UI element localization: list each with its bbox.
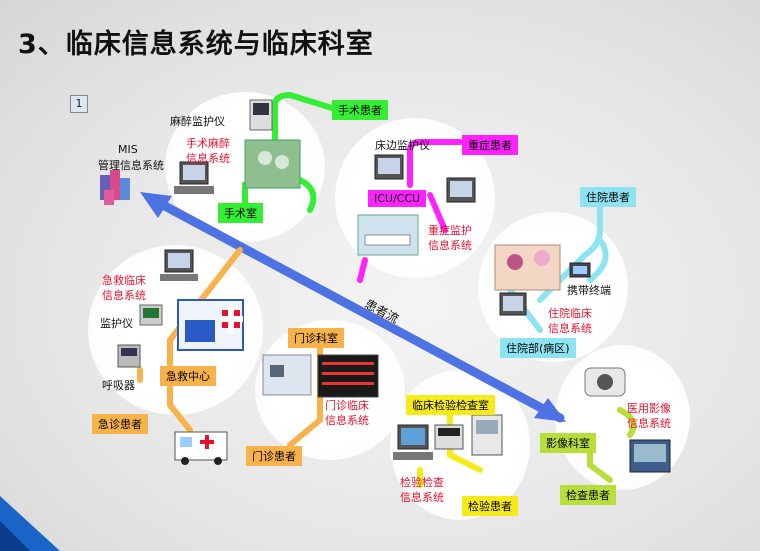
ventilator-icon <box>118 345 140 367</box>
surgery-patient-box: 手术患者 <box>332 100 388 120</box>
icu-room-box: ICU/CCU <box>368 190 426 207</box>
lab-computer-icon <box>393 425 433 460</box>
lab-analyzer-icon <box>435 415 502 455</box>
surgery-photo-icon <box>245 140 300 188</box>
outpatient-photo-icon <box>263 355 311 395</box>
imaging-room-box: 影像科室 <box>540 433 596 453</box>
imaging-system-line2: 信息系统 <box>627 415 671 431</box>
outpatient-system-line2: 信息系统 <box>325 412 369 428</box>
lab-system-line2: 信息系统 <box>400 489 444 505</box>
monitor-device-icon <box>140 305 162 325</box>
inpatient-system-line2: 信息系统 <box>548 320 592 336</box>
lab-system-line1: 检验检查 <box>400 474 444 490</box>
ventilator-label: 呼吸器 <box>102 377 135 393</box>
outpatient-room-box: 门诊科室 <box>288 328 344 348</box>
handheld-terminal-label: 携带终端 <box>567 282 611 298</box>
emergency-system-line2: 信息系统 <box>102 287 146 303</box>
ambulance-icon <box>175 432 227 465</box>
inpatient-ward-box: 住院部(病区) <box>500 338 576 358</box>
inpatient-system-line1: 住院临床 <box>548 305 592 321</box>
lab-patient-box: 检验患者 <box>462 496 518 516</box>
emergency-system-line1: 急救临床 <box>102 272 146 288</box>
surgery-computer-icon <box>174 162 214 194</box>
imaging-patient-box: 检查患者 <box>560 485 616 505</box>
emergency-center-box: 急救中心 <box>160 366 216 386</box>
icu-patient-box: 重症患者 <box>462 135 518 155</box>
surgery-system-line1: 手术麻醉 <box>186 135 230 151</box>
imaging-workstation-icon <box>630 440 670 472</box>
icu-system-line1: 重症监护 <box>428 222 472 238</box>
monitor-label: 监护仪 <box>100 315 133 331</box>
icu-monitor-label: 床边监护仪 <box>375 137 430 153</box>
imaging-system-line1: 医用影像 <box>627 400 671 416</box>
outpatient-system-line1: 门诊临床 <box>325 397 369 413</box>
surgery-room-box: 手术室 <box>218 203 263 223</box>
anesthesia-monitor-label: 麻醉监护仪 <box>170 113 225 129</box>
surgery-system-line2: 信息系统 <box>186 150 230 166</box>
queue-display-icon <box>318 355 378 397</box>
inpatient-patient-box: 住院患者 <box>580 187 636 207</box>
emergency-computer-icon <box>160 250 198 281</box>
handheld-terminal-icon <box>570 263 590 277</box>
anesthesia-monitor-icon <box>250 100 272 130</box>
lab-room-box: 临床检验检查室 <box>406 395 495 415</box>
mis-label: MIS <box>118 143 138 156</box>
emergency-scene-icon <box>178 300 243 350</box>
corner-decoration-dark <box>0 521 30 551</box>
mis-subtitle: 管理信息系统 <box>98 157 164 173</box>
outpatient-patient-box: 门诊患者 <box>246 446 302 466</box>
icu-bed-icon <box>358 215 418 255</box>
icu-system-line2: 信息系统 <box>428 237 472 253</box>
emergency-patient-box: 急诊患者 <box>92 414 148 434</box>
inpatient-computer-icon <box>500 293 526 315</box>
inpatient-photo-icon <box>495 245 560 290</box>
ct-scanner-icon <box>585 368 625 396</box>
mis-buildings-icon <box>100 170 130 205</box>
